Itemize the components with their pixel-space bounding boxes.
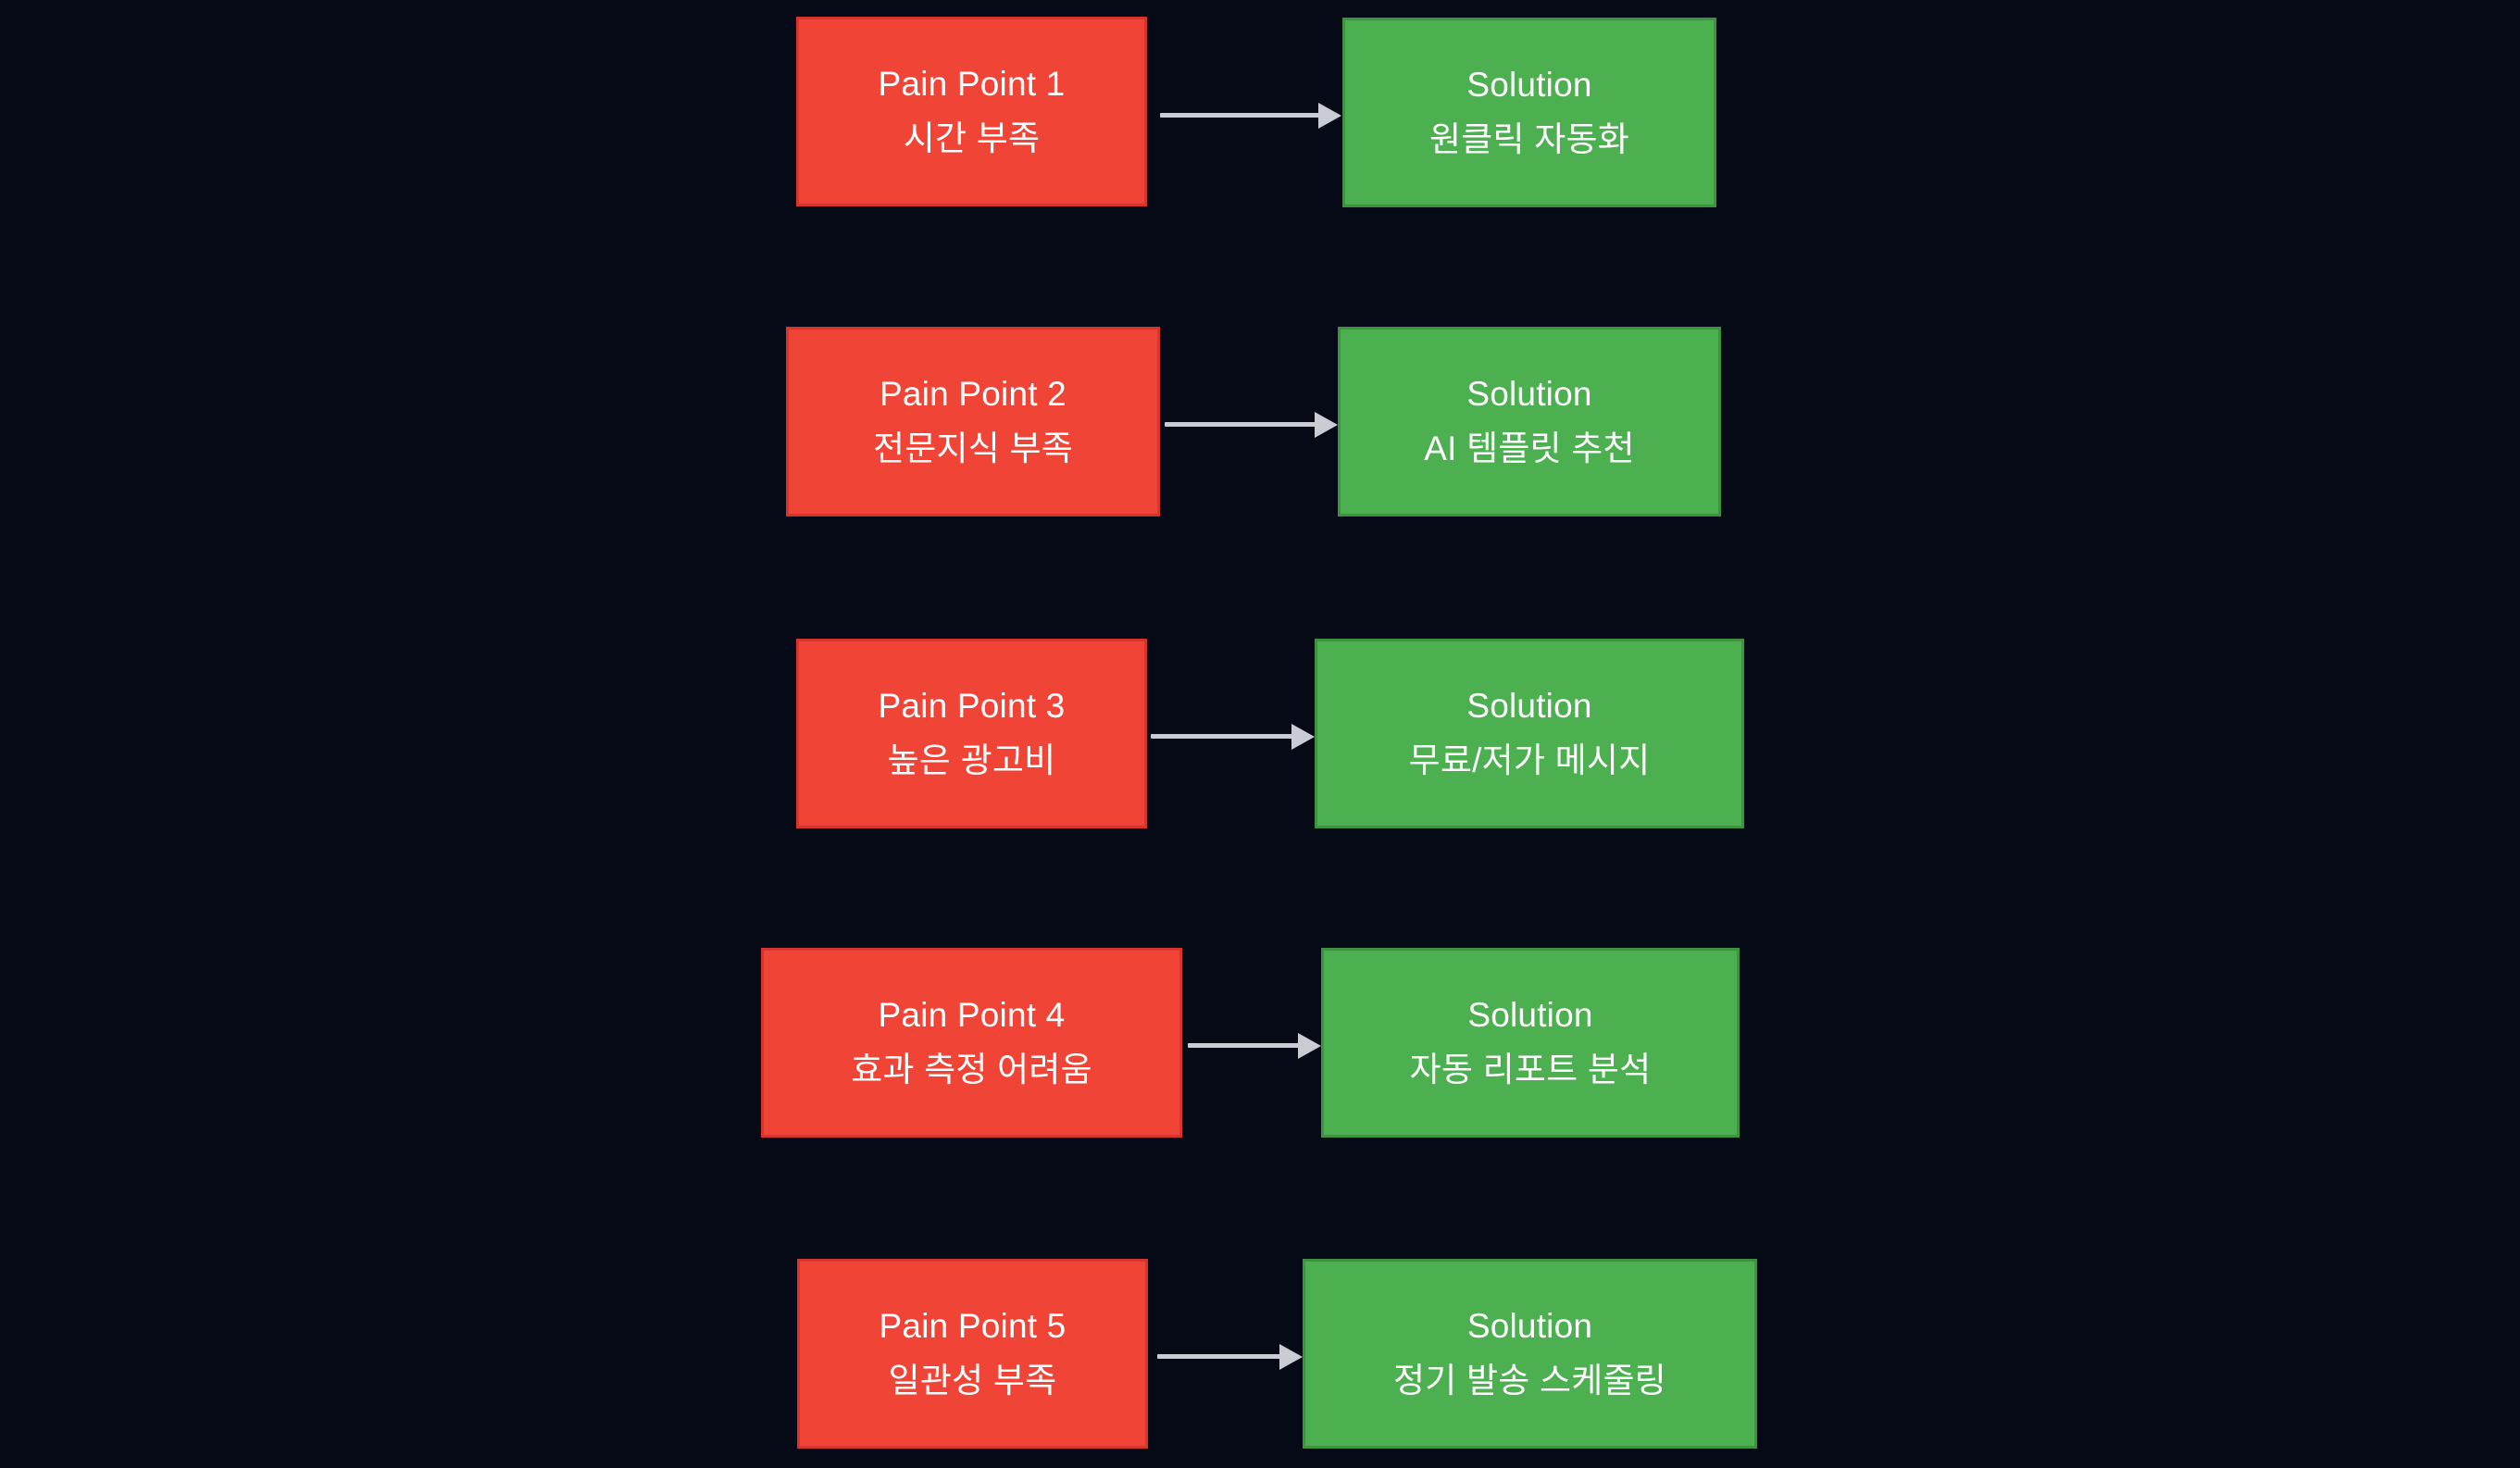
pain-point-node-3[interactable]: Pain Point 3 높은 광고비 bbox=[796, 639, 1147, 828]
arrow-head-icon bbox=[1298, 1033, 1321, 1059]
solution-node-detail: 원클릭 자동화 bbox=[1429, 120, 1629, 158]
arrow-shaft bbox=[1151, 734, 1294, 739]
arrow-head-icon bbox=[1279, 1344, 1303, 1370]
pain-node-detail: 높은 광고비 bbox=[887, 741, 1056, 779]
arrow-head-icon bbox=[1291, 724, 1315, 750]
pain-point-node-1[interactable]: Pain Point 1 시간 부족 bbox=[796, 17, 1147, 206]
pain-node-title: Pain Point 2 bbox=[880, 374, 1067, 413]
solution-node-title: Solution bbox=[1466, 1306, 1593, 1345]
pain-node-title: Pain Point 1 bbox=[878, 64, 1066, 103]
solution-node-detail: 무료/저가 메시지 bbox=[1408, 741, 1651, 779]
solution-node-1[interactable]: Solution 원클릭 자동화 bbox=[1342, 18, 1716, 207]
pain-node-detail: 일관성 부족 bbox=[888, 1362, 1057, 1400]
solution-node-3[interactable]: Solution 무료/저가 메시지 bbox=[1315, 639, 1744, 828]
solution-node-title: Solution bbox=[1467, 995, 1593, 1034]
pain-node-detail: 효과 측정 어려움 bbox=[851, 1051, 1092, 1089]
pain-node-title: Pain Point 5 bbox=[879, 1306, 1067, 1345]
solution-node-5[interactable]: Solution 정기 발송 스케줄링 bbox=[1303, 1259, 1757, 1449]
pain-node-detail: 전문지식 부족 bbox=[873, 429, 1073, 467]
solution-node-title: Solution bbox=[1466, 686, 1592, 725]
pain-node-title: Pain Point 4 bbox=[878, 995, 1066, 1034]
arrow-head-icon bbox=[1318, 103, 1341, 129]
pain-node-title: Pain Point 3 bbox=[878, 686, 1066, 725]
solution-node-title: Solution bbox=[1466, 374, 1592, 413]
arrow-shaft bbox=[1165, 422, 1317, 427]
solution-node-detail: 정기 발송 스케줄링 bbox=[1393, 1362, 1666, 1400]
pain-point-node-5[interactable]: Pain Point 5 일관성 부족 bbox=[797, 1259, 1148, 1449]
arrow-shaft bbox=[1188, 1043, 1301, 1048]
pain-point-node-2[interactable]: Pain Point 2 전문지식 부족 bbox=[786, 327, 1160, 516]
pain-node-detail: 시간 부족 bbox=[903, 119, 1041, 157]
solution-node-2[interactable]: Solution AI 템플릿 추천 bbox=[1338, 327, 1721, 516]
arrow-shaft bbox=[1157, 1354, 1282, 1359]
arrow-shaft bbox=[1160, 113, 1321, 118]
solution-node-detail: AI 템플릿 추천 bbox=[1424, 429, 1635, 467]
solution-node-4[interactable]: Solution 자동 리포트 분석 bbox=[1321, 948, 1740, 1138]
pain-point-node-4[interactable]: Pain Point 4 효과 측정 어려움 bbox=[761, 948, 1182, 1138]
arrow-head-icon bbox=[1315, 412, 1338, 438]
solution-node-detail: 자동 리포트 분석 bbox=[1409, 1051, 1652, 1089]
solution-node-title: Solution bbox=[1466, 65, 1592, 104]
